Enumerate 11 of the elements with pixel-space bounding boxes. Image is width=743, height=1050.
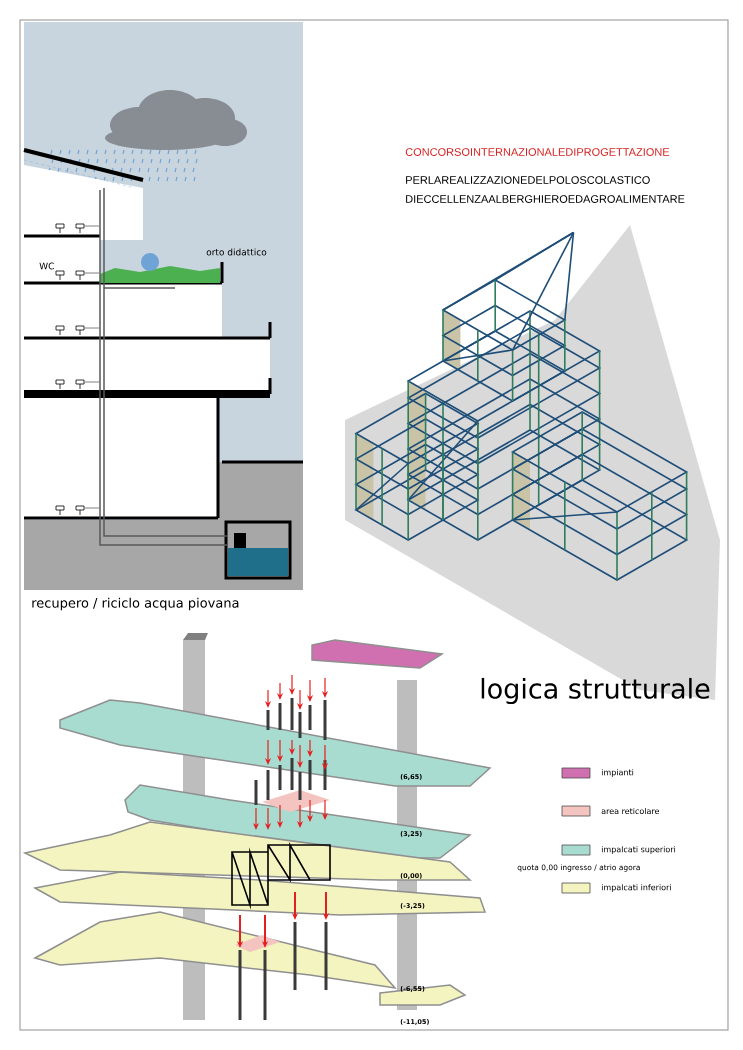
heading-text: DIECCELLENZAALBERGHIEROEDAGROALIMENTARE (406, 195, 685, 203)
room-label: WC (39, 262, 54, 270)
heading-text: CONCORSOINTERNAZIONALEDIPROGETTAZIONE (405, 148, 670, 156)
heading-text: PERLAREALIZZAZIONEDELPOLOSCOLASTICO (406, 176, 650, 184)
section-heading: logica strutturale (481, 677, 710, 705)
section-caption: recupero / riciclo acqua piovana (32, 597, 239, 611)
legend-label: impalcati inferiori (601, 884, 671, 892)
legend-label: impianti (601, 769, 634, 777)
legend-label: impalcati superiori (601, 846, 676, 854)
area-label: orto didattico (206, 248, 267, 256)
legend-label: area reticolare (601, 807, 659, 815)
